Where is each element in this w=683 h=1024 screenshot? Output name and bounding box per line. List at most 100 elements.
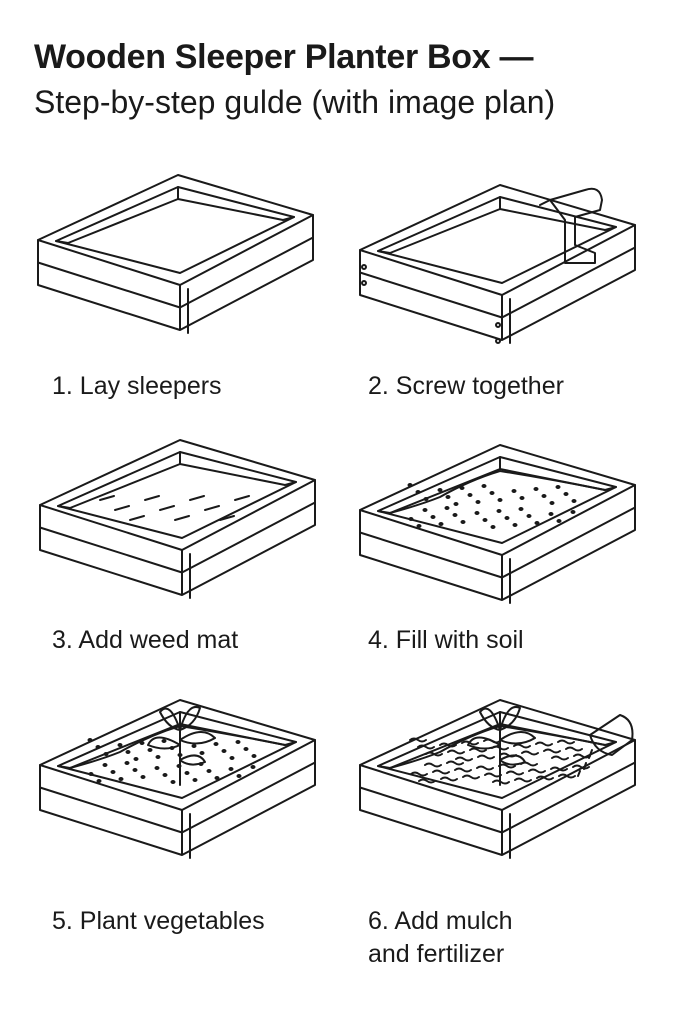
soil-speck <box>438 522 444 526</box>
soil-speck <box>511 489 517 493</box>
soil-speck <box>199 751 205 755</box>
weed-mat-texture <box>234 495 250 501</box>
soil-surface <box>389 725 606 769</box>
box-inner-wall <box>57 451 297 509</box>
soil-speck <box>184 771 190 775</box>
box-inner-wall <box>57 711 297 769</box>
mulch-strand <box>543 748 561 754</box>
soil-speck <box>102 763 108 767</box>
weed-mat-texture <box>99 495 115 501</box>
soil-speck <box>250 765 256 769</box>
soil-surface <box>69 725 286 769</box>
mulch-strand <box>484 772 502 778</box>
mulch-strand <box>506 770 524 776</box>
soil-speck <box>213 742 219 746</box>
soil-speck <box>526 514 532 518</box>
soil-speck <box>161 739 167 743</box>
mulch-strand <box>469 747 487 753</box>
soil-speck <box>416 524 422 528</box>
soil-speck <box>415 490 421 494</box>
soil-speck <box>229 756 235 760</box>
soil-speck <box>124 761 130 765</box>
soil-speck <box>407 483 413 487</box>
mulch-strand <box>425 751 443 757</box>
fertilizer-bag-icon <box>577 714 634 777</box>
soil-speck <box>117 743 123 747</box>
sleeper-seam <box>359 246 636 319</box>
mulch-strand <box>535 741 553 747</box>
soil-speck <box>140 775 146 779</box>
box-inner-wall <box>55 186 295 244</box>
mulch-strand <box>536 775 554 781</box>
step-1-illustration <box>28 165 328 365</box>
step-6-label-line2: and fertilizer <box>368 940 505 968</box>
soil-speck <box>251 754 257 758</box>
soil-speck <box>154 766 160 770</box>
soil-speck <box>87 738 93 742</box>
soil-speck <box>482 518 488 522</box>
soil-speck <box>459 486 465 490</box>
sleeper-seam <box>37 236 314 309</box>
mulch-strand <box>513 743 531 749</box>
soil-speck <box>95 745 101 749</box>
soil-speck <box>489 491 495 495</box>
step-4-label: 4. Fill with soil <box>368 626 524 654</box>
soil-speck <box>96 779 102 783</box>
sleeper-seam <box>359 761 636 834</box>
step-6-label: 6. Add mulch and fertilizer <box>368 905 513 971</box>
soil-speck <box>147 748 153 752</box>
mulch-strand <box>565 746 583 752</box>
weed-mat-texture <box>204 505 220 511</box>
soil-speck <box>497 498 503 502</box>
step-5-illustration <box>30 690 330 890</box>
soil-speck <box>408 517 414 521</box>
step-6-label-line1: 6. Add mulch <box>368 907 513 935</box>
weed-mat-texture <box>114 505 130 511</box>
soil-speck <box>556 519 562 523</box>
mulch-strand <box>521 750 539 756</box>
mulch-strand <box>417 744 435 750</box>
soil-speck <box>460 520 466 524</box>
mulch-strand <box>477 754 495 760</box>
mulch-strand <box>528 768 546 774</box>
step-5-label: 5. Plant vegetables <box>52 907 265 935</box>
soil-speck <box>162 773 168 777</box>
soil-speck <box>475 500 481 504</box>
box-inner-wall <box>377 196 617 254</box>
soil-speck <box>243 747 249 751</box>
soil-speck <box>139 741 145 745</box>
soil-speck <box>452 513 458 517</box>
step-6-illustration <box>350 690 650 890</box>
soil-speck <box>534 521 540 525</box>
mulch-strand <box>476 765 494 771</box>
soil-speck <box>437 488 443 492</box>
mulch-strand <box>498 763 516 769</box>
soil-speck <box>235 740 241 744</box>
soil-speck <box>541 494 547 498</box>
sleeper-seam <box>359 506 636 579</box>
soil-speck <box>481 484 487 488</box>
soil-speck <box>214 776 220 780</box>
screw-icon <box>361 280 367 286</box>
step-1-label: 1. Lay sleepers <box>52 372 222 400</box>
step-3-illustration <box>30 430 330 630</box>
mulch-strand <box>455 756 473 762</box>
mulch-strand <box>462 774 480 780</box>
soil-speck <box>444 506 450 510</box>
step-4-illustration <box>350 435 650 635</box>
soil-speck <box>496 509 502 513</box>
soil-speck <box>453 502 459 506</box>
soil-speck <box>125 750 131 754</box>
soil-speck <box>445 495 451 499</box>
sleeper-seam <box>39 501 316 574</box>
mulch-strand <box>557 739 575 745</box>
mulch-strand <box>432 769 450 775</box>
soil-speck <box>570 510 576 514</box>
soil-speck <box>563 492 569 496</box>
step-3-label: 3. Add weed mat <box>52 626 239 654</box>
mulch-strand <box>550 766 568 772</box>
planter-box-drawing <box>359 444 636 604</box>
soil-speck <box>422 508 428 512</box>
soil-speck <box>221 749 227 753</box>
weed-mat-texture <box>159 505 175 511</box>
